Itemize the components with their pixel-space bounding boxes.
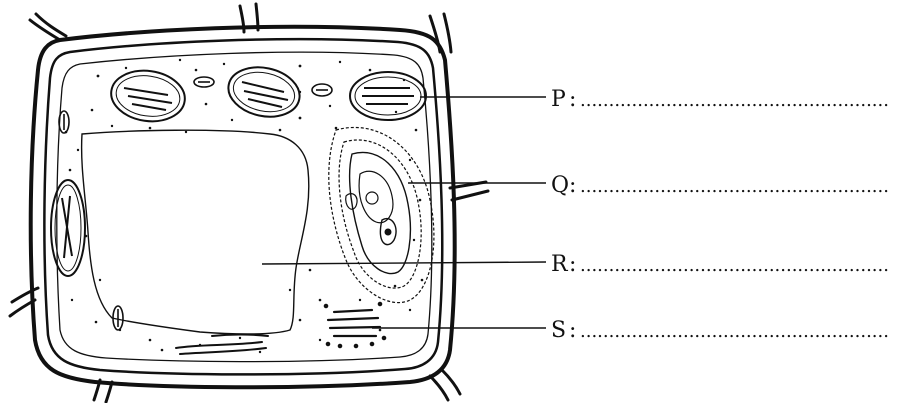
small-organelles [59,77,332,330]
label-q-letter: Q [551,173,569,198]
label-p-blank: ........................................… [580,90,889,111]
label-r-letter: R [551,252,569,277]
label-r-blank: ........................................… [580,255,889,276]
cell-wall [31,27,455,388]
label-p: P : ....................................… [551,87,889,112]
label-s-separator: : [569,318,576,343]
label-p-separator: : [569,87,576,112]
label-s-blank: ........................................… [580,321,889,342]
label-s-letter: S [551,318,566,343]
chloroplast-1 [108,66,188,126]
nucleus [329,127,434,302]
label-pointers [262,97,546,328]
endoplasmic-reticulum [176,335,268,355]
label-s: S : ....................................… [551,318,889,343]
label-q-blank: ........................................… [580,176,889,197]
chloroplast-2 [224,61,304,123]
label-r: R : ....................................… [551,252,889,277]
vacuole [82,130,309,334]
label-r-separator: : [569,252,576,277]
label-q-separator: : [569,173,576,198]
golgi-apparatus [324,302,386,348]
label-p-letter: P [551,87,566,112]
chloroplast-left [51,180,85,276]
chloroplast-p [350,72,426,120]
label-q: Q : ....................................… [551,173,889,198]
pointer-r [262,262,546,264]
